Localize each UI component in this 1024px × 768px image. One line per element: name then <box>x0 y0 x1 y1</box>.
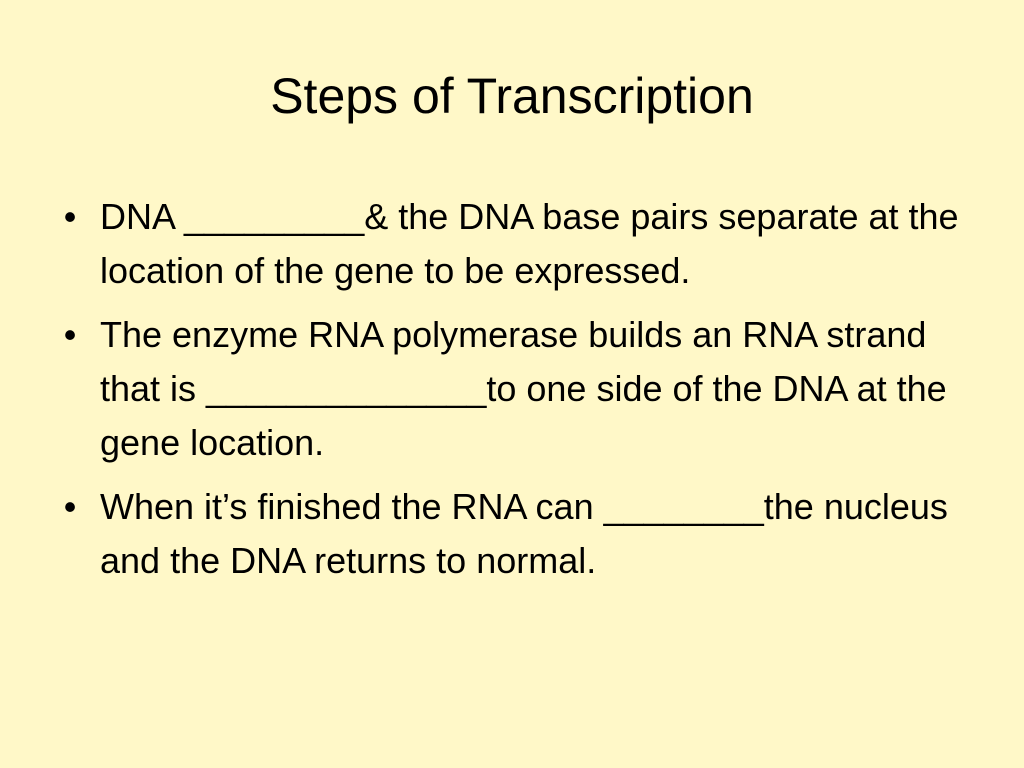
bullet-item-1: • DNA _________& the DNA base pairs sepa… <box>58 190 978 298</box>
bullet-text: The enzyme RNA polymerase builds an RNA … <box>100 314 947 463</box>
bullet-marker: • <box>63 314 77 355</box>
bullet-text: When it’s finished the RNA can ________t… <box>100 486 948 581</box>
bullet-item-3: • When it’s finished the RNA can _______… <box>58 480 978 588</box>
bullet-item-2: • The enzyme RNA polymerase builds an RN… <box>58 308 978 470</box>
bullet-marker: • <box>63 196 77 237</box>
bullet-marker: • <box>63 486 77 527</box>
bullet-text: DNA _________& the DNA base pairs separa… <box>100 196 959 291</box>
bullet-list: • DNA _________& the DNA base pairs sepa… <box>58 190 978 598</box>
slide-title: Steps of Transcription <box>270 68 754 124</box>
